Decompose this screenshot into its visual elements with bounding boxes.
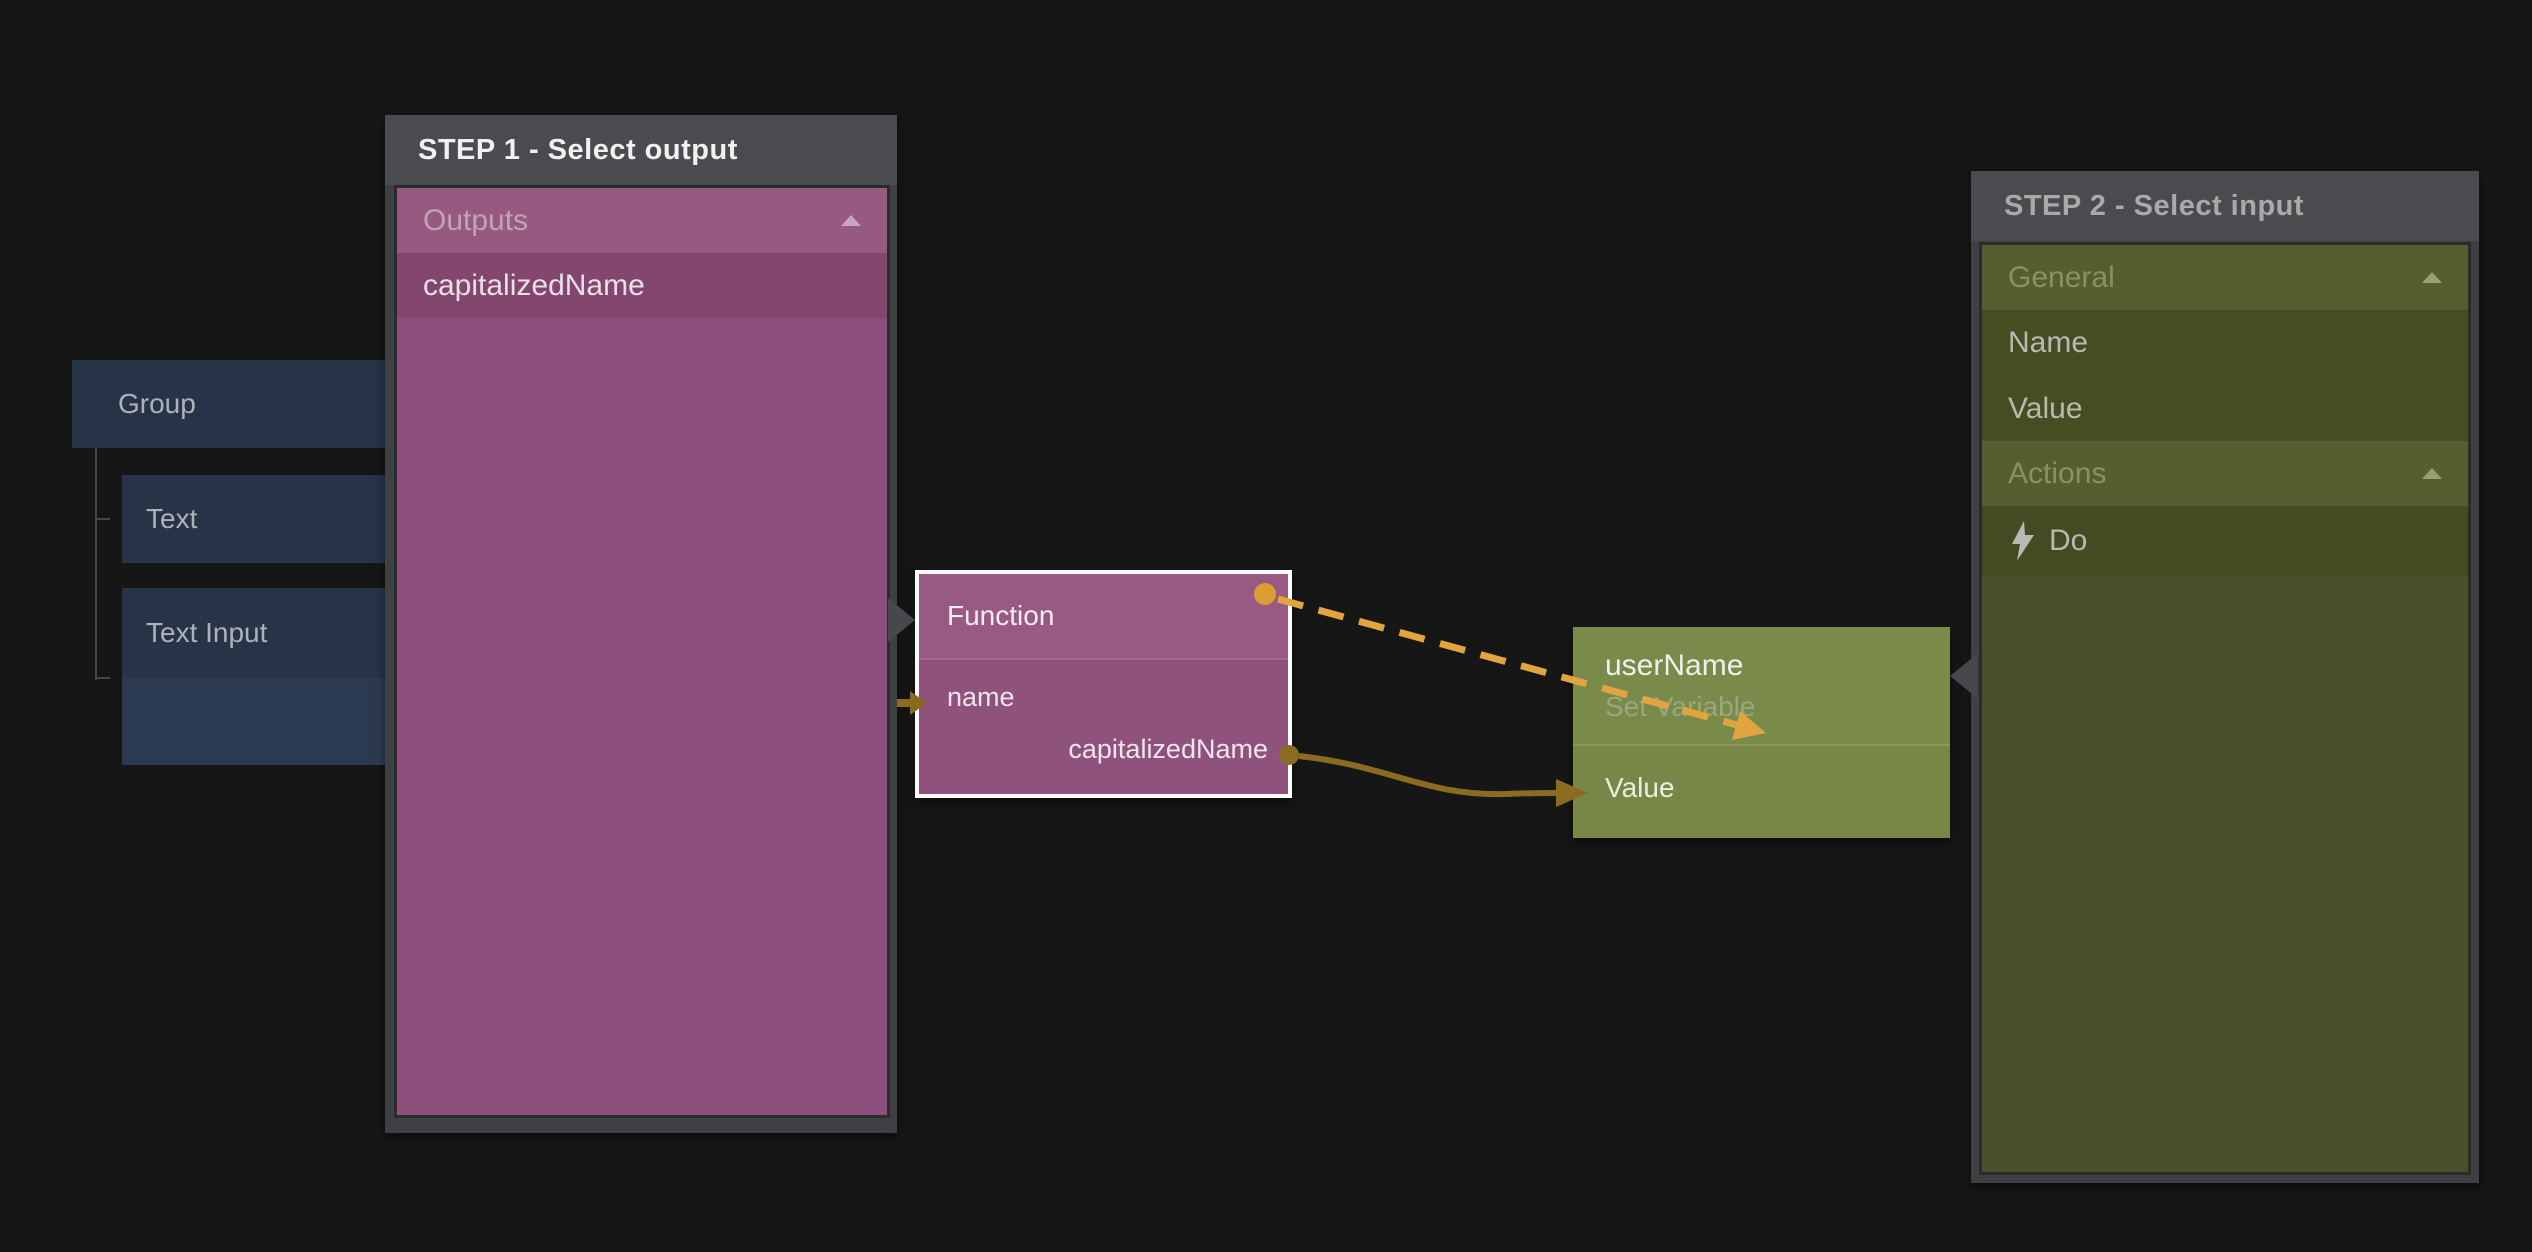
text-input-node-label: Text Input bbox=[146, 617, 268, 648]
step2-input-list: General Name Value Actions Do bbox=[1982, 245, 2468, 1172]
function-node-header[interactable]: Function bbox=[919, 574, 1288, 660]
lightning-icon bbox=[2012, 521, 2034, 561]
text-node-label: Text bbox=[146, 503, 198, 534]
step1-title: STEP 1 - Select output bbox=[418, 133, 738, 166]
step1-title-bar: STEP 1 - Select output bbox=[385, 115, 897, 185]
step1-panel: STEP 1 - Select output Outputs capitaliz… bbox=[385, 115, 897, 1133]
list-row-capitalizedname[interactable]: capitalizedName bbox=[397, 253, 887, 318]
row-label: Value bbox=[2008, 391, 2083, 425]
list-row-name[interactable]: Name bbox=[1982, 310, 2468, 376]
row-label: Name bbox=[2008, 326, 2089, 359]
set-variable-node-subtitle: Set Variable bbox=[1605, 691, 1756, 722]
group-node[interactable]: Group bbox=[72, 360, 385, 448]
row-label: capitalizedName bbox=[423, 268, 645, 302]
tree-connector-line bbox=[95, 448, 97, 680]
step2-title: STEP 2 - Select input bbox=[2004, 189, 2305, 222]
set-variable-node-title: userName bbox=[1605, 649, 1744, 682]
function-output-capitalizedname[interactable]: capitalizedName bbox=[1068, 734, 1268, 764]
tree-connector-tick bbox=[95, 518, 110, 520]
row-label: Outputs bbox=[423, 203, 529, 237]
step1-output-list: Outputs capitalizedName bbox=[397, 188, 887, 1115]
list-row-general[interactable]: General bbox=[1982, 245, 2468, 310]
collapse-up-icon[interactable] bbox=[2422, 468, 2442, 479]
text-node[interactable]: Text bbox=[122, 475, 385, 563]
step2-title-bar: STEP 2 - Select input bbox=[1971, 171, 2479, 241]
connection-solid[interactable] bbox=[1298, 753, 1561, 798]
step2-panel: STEP 2 - Select input General Name Value… bbox=[1971, 171, 2479, 1183]
set-variable-node-header[interactable]: userName Set Variable bbox=[1573, 627, 1950, 746]
function-input-name[interactable]: name bbox=[947, 682, 1015, 712]
function-node-title: Function bbox=[947, 600, 1055, 631]
row-label: General bbox=[2008, 260, 2115, 294]
row-label: Actions bbox=[2008, 456, 2107, 490]
function-node-body: name capitalizedName bbox=[919, 660, 1288, 792]
row-label: Do bbox=[2049, 524, 2088, 557]
partially-hidden-node[interactable] bbox=[122, 678, 385, 765]
list-row-value[interactable]: Value bbox=[1982, 376, 2468, 441]
tree-connector-tick bbox=[95, 677, 110, 679]
list-row-do[interactable]: Do bbox=[1982, 506, 2468, 576]
list-row-outputs[interactable]: Outputs bbox=[397, 188, 887, 253]
set-variable-node[interactable]: userName Set Variable Value bbox=[1573, 627, 1950, 838]
set-variable-input-value[interactable]: Value bbox=[1605, 772, 1675, 803]
text-input-node[interactable]: Text Input bbox=[122, 588, 385, 678]
set-variable-node-body: Value bbox=[1573, 746, 1950, 836]
collapse-up-icon[interactable] bbox=[841, 215, 861, 226]
collapse-up-icon[interactable] bbox=[2422, 272, 2442, 283]
list-row-actions[interactable]: Actions bbox=[1982, 441, 2468, 506]
function-node[interactable]: Function name capitalizedName bbox=[915, 570, 1292, 798]
lightning-icon-shape bbox=[2012, 521, 2034, 561]
group-node-label: Group bbox=[118, 388, 196, 419]
